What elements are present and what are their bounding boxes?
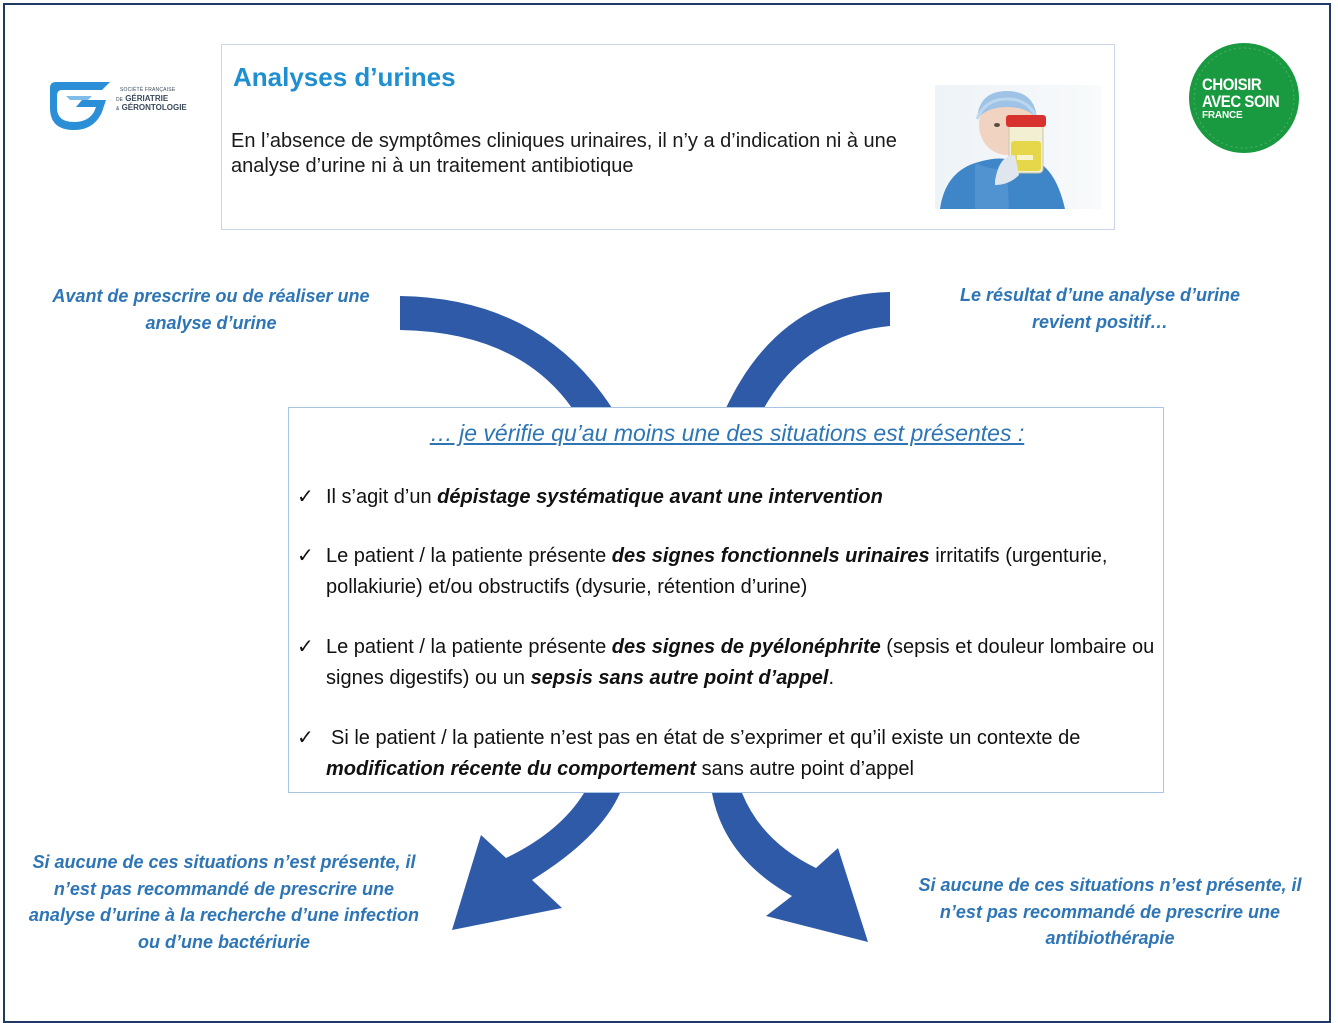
arrow-bottom-left — [452, 793, 620, 930]
sfgg-line1: SOCIÉTÉ FRANÇAISE — [120, 87, 176, 93]
sfgg-line2-prefix: DE — [116, 97, 123, 103]
item-text: Il s’agit d’un — [326, 486, 438, 508]
item-emphasis: modification récente du comportement — [326, 758, 697, 780]
item-text: . — [828, 667, 834, 689]
check-mark-icon: ✓ — [297, 727, 314, 749]
check-mark-icon: ✓ — [297, 486, 314, 508]
caption-top-right: Le résultat d’une analyse d’urine revien… — [959, 285, 1241, 332]
page-title: Analyses d’urines — [233, 62, 456, 92]
green-circle-icon — [1189, 43, 1299, 153]
item-emphasis: sepsis sans autre point d’appel — [530, 667, 829, 689]
item-text: Le patient / la patiente présente — [326, 545, 612, 567]
arrow-bottom-right — [712, 793, 868, 942]
arrow-top-right — [726, 292, 890, 408]
item-emphasis: dépistage systématique avant une interve… — [437, 486, 883, 508]
item-text: sans autre point d’appel — [696, 758, 914, 780]
sfgg-logo: SOCIÉTÉ FRANÇAISE DE GÉRIATRIE & GÉRONTO… — [44, 76, 194, 132]
sfgg-line3-prefix: & — [116, 106, 120, 112]
choisir-avec-soin-logo: CHOISIR AVEC SOIN FRANCE — [1188, 42, 1300, 154]
choisir-line1: CHOISIR — [1202, 75, 1262, 94]
check-mark-icon: ✓ — [297, 545, 314, 567]
item-emphasis: des signes de pyélonéphrite — [611, 636, 881, 658]
item-text: (sepsis et douleur lombaire ou signes di… — [326, 636, 1155, 689]
sfgg-emblem-icon — [50, 82, 110, 130]
checklist-box: … je vérifie qu’au moins une des situati… — [288, 407, 1164, 793]
item-text: Le patient / la patiente présente — [326, 636, 612, 658]
choisir-line2: AVEC SOIN — [1202, 92, 1280, 111]
sfgg-line3: GÉRONTOLOGIE — [121, 103, 187, 112]
item-text: Si le patient / la patiente n’est pas en… — [331, 727, 1081, 749]
item-emphasis: des signes fonctionnels urinaires — [611, 545, 930, 567]
caption-bottom-left: Si aucune de ces situations n’est présen… — [28, 852, 420, 952]
caption-top-left: Avant de prescrire ou de réaliser une an… — [52, 286, 370, 333]
caption-bottom-right: Si aucune de ces situations n’est présen… — [918, 875, 1302, 948]
header-card: Analyses d’urines En l’absence de symptô… — [221, 44, 1115, 230]
arrow-top-left — [400, 296, 612, 408]
sfgg-line2: GÉRIATRIE — [125, 94, 169, 103]
checklist-heading: … je vérifie qu’au moins une des situati… — [429, 420, 1025, 446]
check-mark-icon: ✓ — [297, 636, 314, 658]
item-text: irritatifs (urgenturie, pollakiurie) et/… — [326, 545, 1108, 598]
urine-sample-photo — [935, 85, 1101, 209]
choisir-line3: FRANCE — [1202, 110, 1243, 121]
header-statement: En l’absence de symptômes cliniques urin… — [231, 130, 897, 177]
